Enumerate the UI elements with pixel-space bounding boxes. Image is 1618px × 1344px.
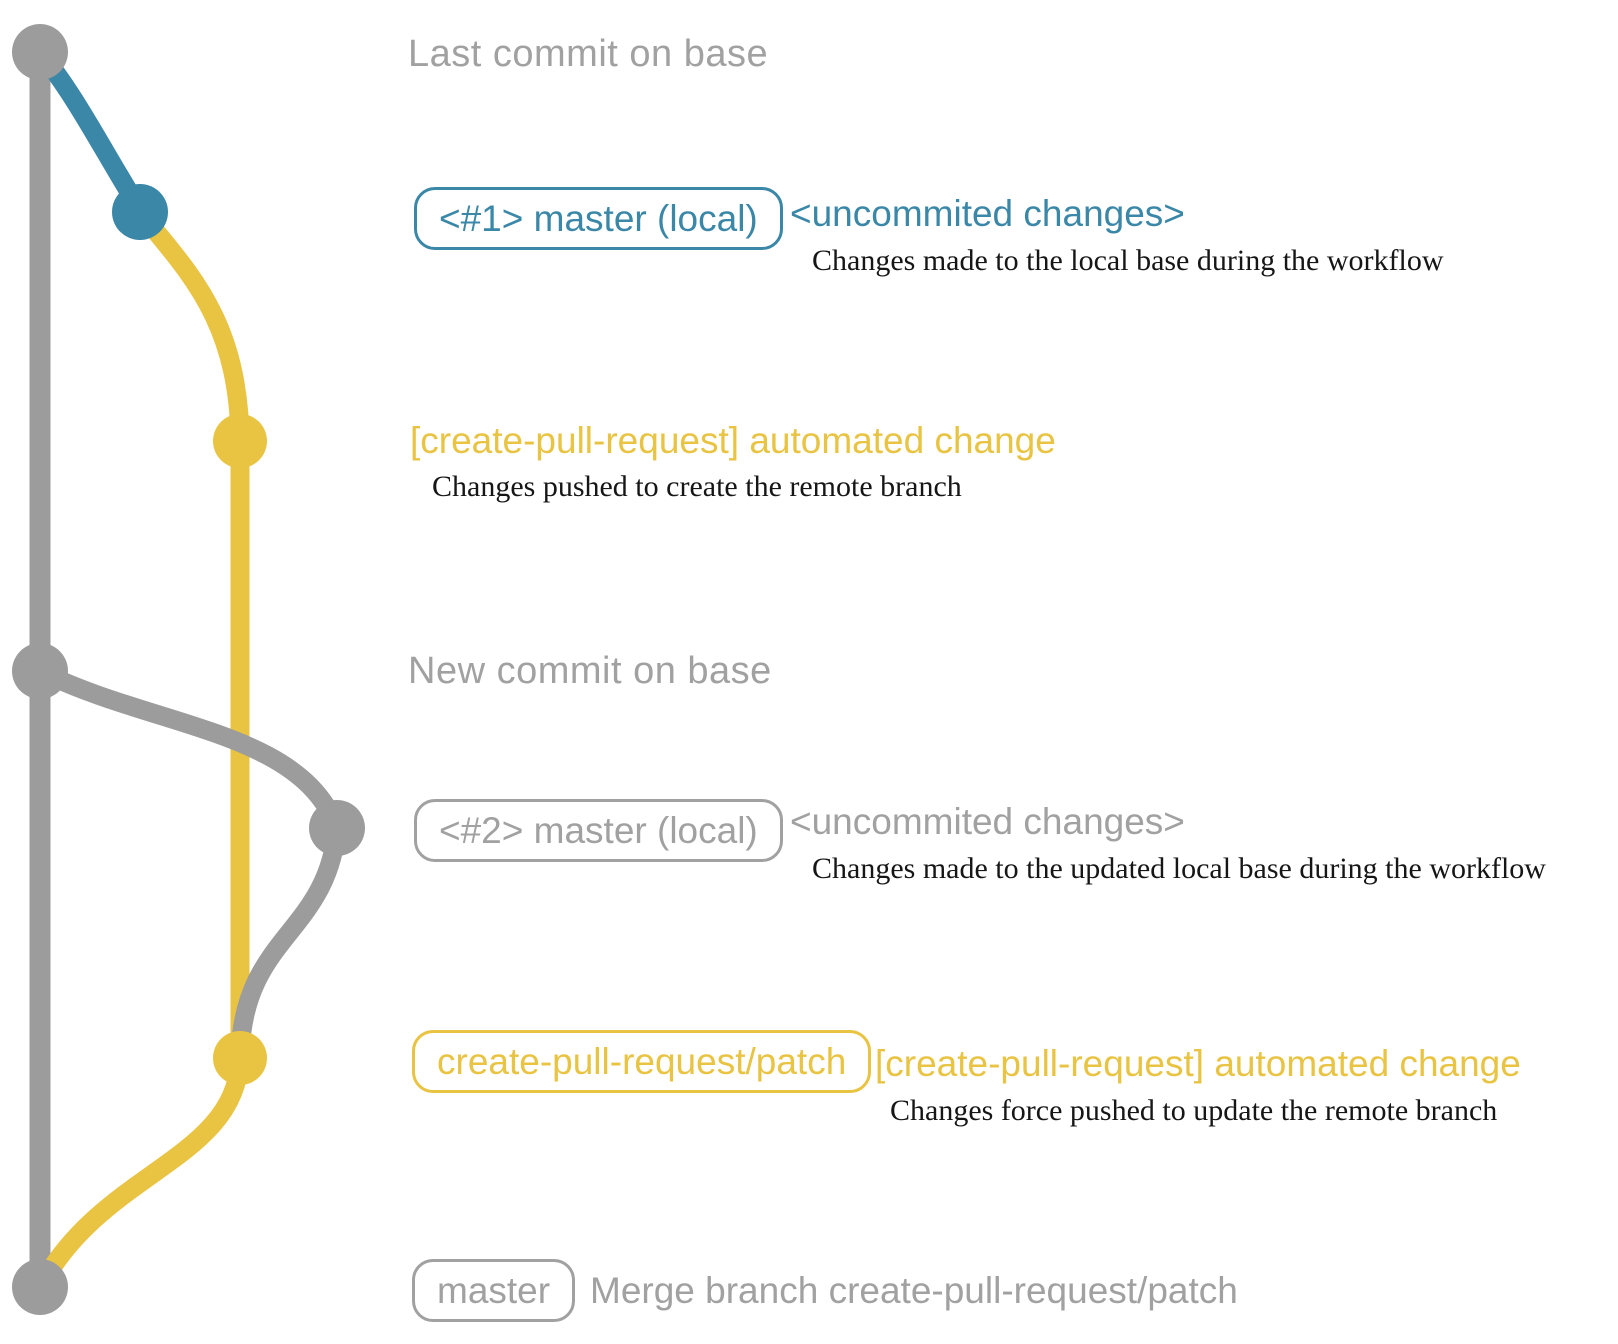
desc-force-push-update: Changes force pushed to update the remot… [890,1094,1498,1127]
rebase-edge-out [35,662,346,832]
rebase-edge-in [230,827,347,1057]
note-automated-change-2: [create-pull-request] automated change [875,1043,1521,1084]
desc-push-create-branch: Changes pushed to create the remote bran… [432,470,962,503]
commit-dot-merge [12,1259,68,1315]
note-uncommited-changes-1: <uncommited changes> [790,193,1185,234]
local-change-edge-blue [32,46,149,215]
branch-tag-master-final: master [412,1259,576,1322]
note-merge-branch: Merge branch create-pull-request/patch [590,1270,1238,1311]
branch-tag-patch-label: create-pull-request/patch [437,1040,847,1082]
note-uncommited-changes-2: <uncommited changes> [790,801,1185,842]
branch-tag-patch: create-pull-request/patch [412,1030,872,1093]
branch-tag-master-local-1: <#1> master (local) [414,187,783,250]
branch-tag-master-local-1-label: <#1> master (local) [439,197,758,239]
branch-tag-master-final-label: master [437,1269,551,1311]
commit-dot-local-2 [309,800,365,856]
commit-dot-remote-2 [213,1031,267,1085]
label-last-commit-on-base: Last commit on base [408,33,769,75]
patch-branch-edge-top [132,206,250,446]
commit-dot-last-base [12,24,68,80]
commit-dot-remote-1 [213,414,267,468]
note-automated-change-1: [create-pull-request] automated change [410,420,1056,461]
label-new-commit-on-base: New commit on base [408,650,772,692]
branch-tag-master-local-2-label: <#2> master (local) [439,809,758,851]
patch-merge-edge [33,1057,250,1289]
commit-dot-local-1 [112,184,168,240]
desc-local-changes-2: Changes made to the updated local base d… [812,852,1546,885]
desc-local-changes-1: Changes made to the local base during th… [812,244,1444,277]
branch-tag-master-local-2: <#2> master (local) [414,799,783,862]
commit-dot-new-base [12,643,68,699]
